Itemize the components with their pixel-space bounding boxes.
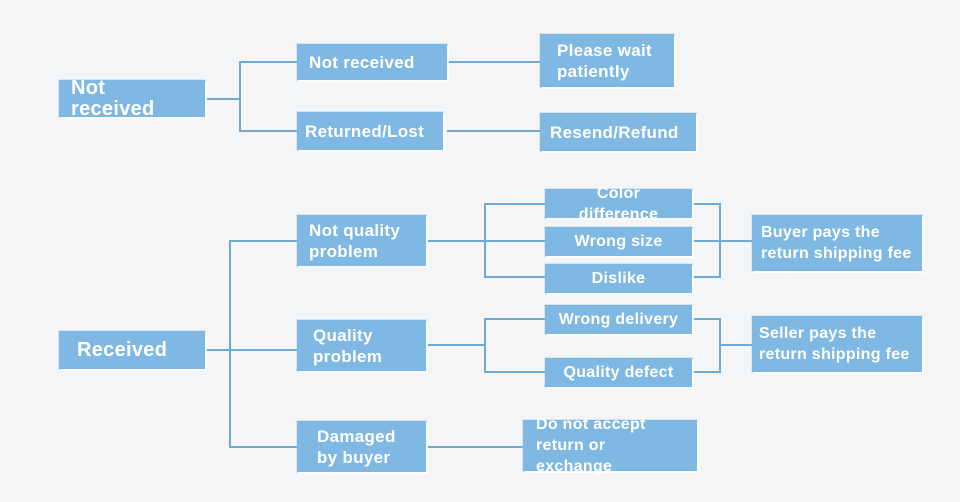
node-please-wait-label: Please wait patiently [557,40,652,81]
node-quality-defect: Quality defect [545,358,692,387]
node-color-difference-label: Color difference [578,184,659,223]
node-received-label: Received [77,338,168,361]
node-not-quality-problem-label: Not quality problem [309,220,401,261]
node-resend-refund-label: Resend/Refund [550,122,679,142]
node-returned-lost-label: Returned/Lost [305,121,425,141]
node-returned-lost: Returned/Lost [297,112,443,150]
node-quality-problem-label: Quality problem [313,325,383,366]
node-quality-problem: Quality problem [297,320,426,371]
node-seller-pays-label: Seller pays the return shipping fee [759,325,910,363]
connector-seller-pays-bracket [692,318,752,373]
node-wrong-size: Wrong size [545,227,692,256]
node-damaged-by-buyer: Damaged by buyer [297,421,426,472]
node-buyer-pays-label: Buyer pays the return shipping fee [761,224,912,262]
node-do-not-accept: Do not accept return or exchange [523,416,697,475]
node-dislike: Dislike [545,264,692,293]
node-nr-not-received-label: Not received [309,52,415,72]
node-dislike-label: Dislike [591,270,646,287]
node-color-difference: Color difference [545,185,692,223]
connector-buyer-pays-bracket [692,203,752,278]
node-please-wait: Please wait patiently [540,34,674,87]
node-wrong-delivery: Wrong delivery [545,305,692,334]
node-received: Received [59,331,205,369]
node-wrong-size-label: Wrong size [574,233,663,250]
node-not-received-label: Not received [71,76,155,120]
node-not-received: Not received [59,76,205,120]
node-damaged-by-buyer-label: Damaged by buyer [317,426,396,467]
node-wrong-delivery-label: Wrong delivery [558,311,679,328]
node-quality-defect-label: Quality defect [563,364,674,381]
node-seller-pays: Seller pays the return shipping fee [752,316,922,372]
connector-quality-branch [426,318,545,373]
node-buyer-pays: Buyer pays the return shipping fee [752,215,922,271]
connector-received-branch [205,240,297,448]
node-not-quality-problem: Not quality problem [297,215,426,266]
connector-not-received-branch [205,61,297,132]
node-do-not-accept-label: Do not accept return or exchange [536,416,646,475]
node-nr-not-received: Not received [297,44,447,80]
connector-not-quality-branch [426,203,545,278]
node-resend-refund: Resend/Refund [540,113,696,151]
